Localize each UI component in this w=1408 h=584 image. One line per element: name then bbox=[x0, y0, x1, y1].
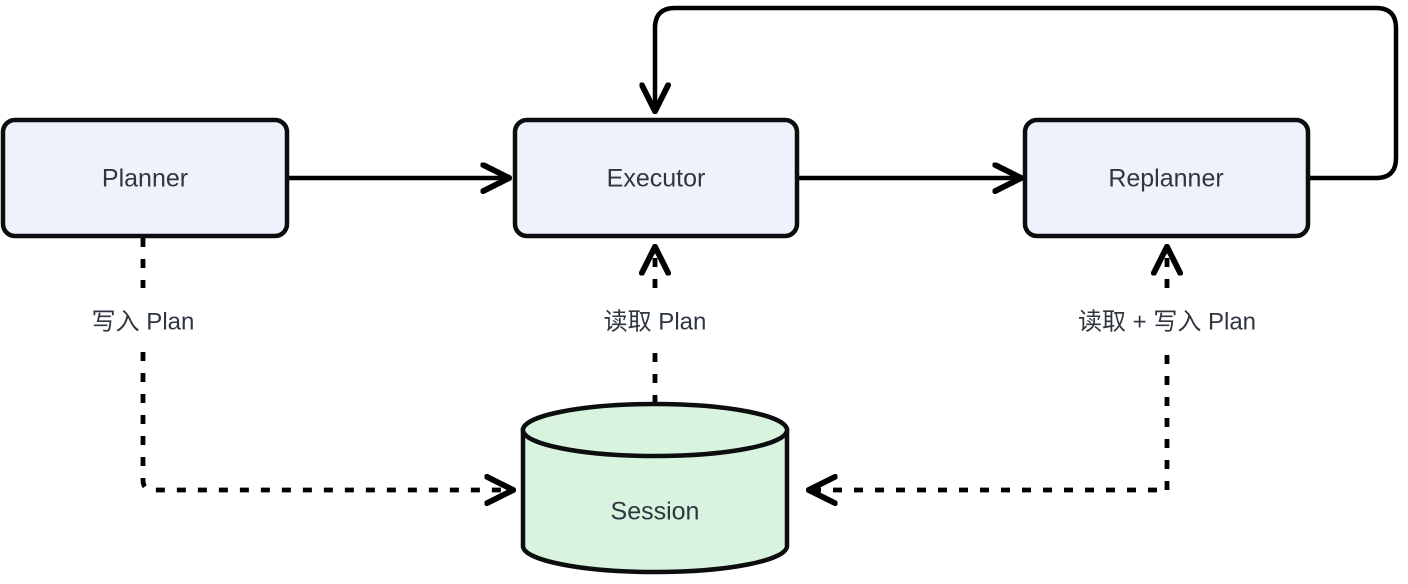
node-executor[interactable]: Executor bbox=[512, 117, 800, 239]
edge-label-read-plan: 读取 Plan bbox=[604, 308, 707, 335]
edge-label-write-plan: 写入 Plan bbox=[92, 308, 195, 335]
node-session-label: Session bbox=[611, 498, 700, 526]
node-session[interactable]: Session bbox=[520, 401, 790, 575]
node-replanner[interactable]: Replanner bbox=[1022, 117, 1311, 239]
edge-planner-to-session bbox=[140, 238, 512, 490]
node-planner[interactable]: Planner bbox=[0, 117, 290, 239]
edge-label-read-write-plan: 读取 + 写入 Plan bbox=[1078, 308, 1256, 335]
node-executor-label: Executor bbox=[607, 165, 706, 193]
edge-replanner-to-executor-loop bbox=[655, 5, 1399, 181]
node-planner-label: Planner bbox=[102, 165, 188, 193]
node-replanner-label: Replanner bbox=[1108, 165, 1223, 193]
edge-session-replanner bbox=[810, 248, 1167, 490]
